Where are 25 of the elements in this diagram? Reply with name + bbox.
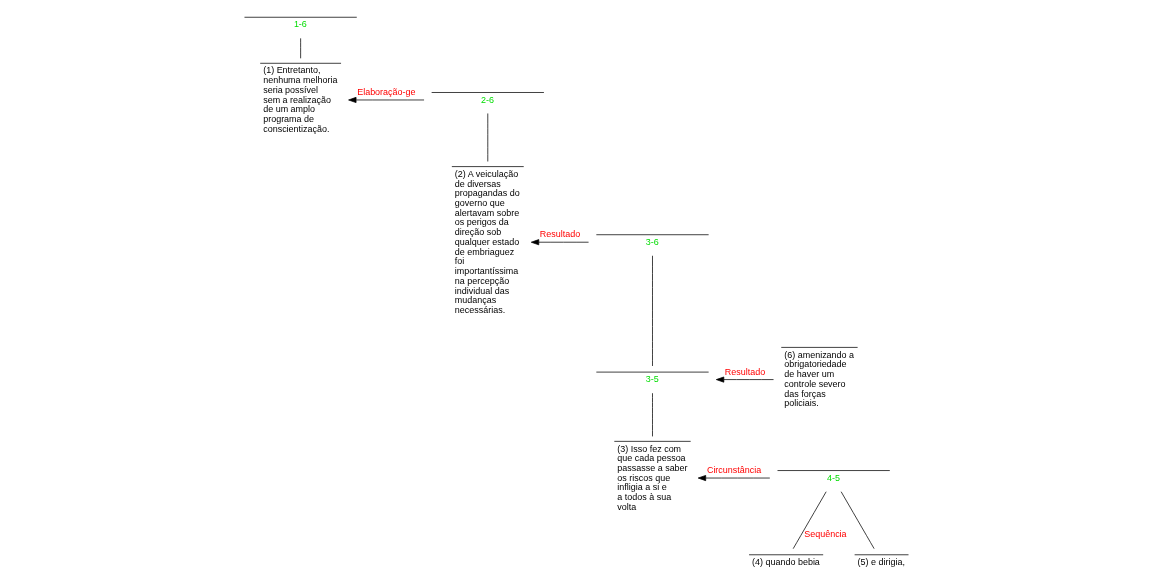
connector <box>652 392 653 437</box>
connector <box>792 491 827 550</box>
node-text: 3-5 <box>645 374 659 385</box>
arrow <box>715 376 774 383</box>
arrow <box>348 97 425 103</box>
node-text: (3) Isso fez com que cada pessoa passasse a saber os riscos que infligia a si e a todos à sua volta <box>617 443 688 512</box>
arrow <box>530 239 589 246</box>
connector <box>652 255 653 367</box>
node-text: 4-5 <box>826 472 840 483</box>
edge-label: Resultado <box>539 229 581 240</box>
node-text: 3-6 <box>645 236 659 247</box>
edge-label: Elaboração-ge <box>357 87 416 98</box>
edge-label: Circunstância <box>706 465 762 476</box>
node-text: (4) quando bebia <box>752 556 820 567</box>
node-text: 1-6 <box>293 19 307 30</box>
node-text: 2-6 <box>481 94 495 105</box>
connector <box>300 37 301 59</box>
node-text: (2) A veiculação de diversas propagandas do governo que alertavam sobre os perigos da direção sob qualquer estado de embriaguez foi importantíssima na percepção individual das mudanças necessárias. <box>454 168 520 316</box>
node-text: (6) amenizando a obrigatoriedade de haver um controle severo das forças policiais. <box>784 349 855 409</box>
connector <box>840 491 875 550</box>
node-text: (5) e dirigia, <box>857 556 905 567</box>
node-text: (1) Entretanto, nenhuma melhoria seria possível sem a realização de um amplo programa de conscientização. <box>263 65 338 134</box>
arrow <box>697 475 771 482</box>
edge-label: Sequência <box>804 528 847 539</box>
edge-label: Resultado <box>724 366 766 377</box>
